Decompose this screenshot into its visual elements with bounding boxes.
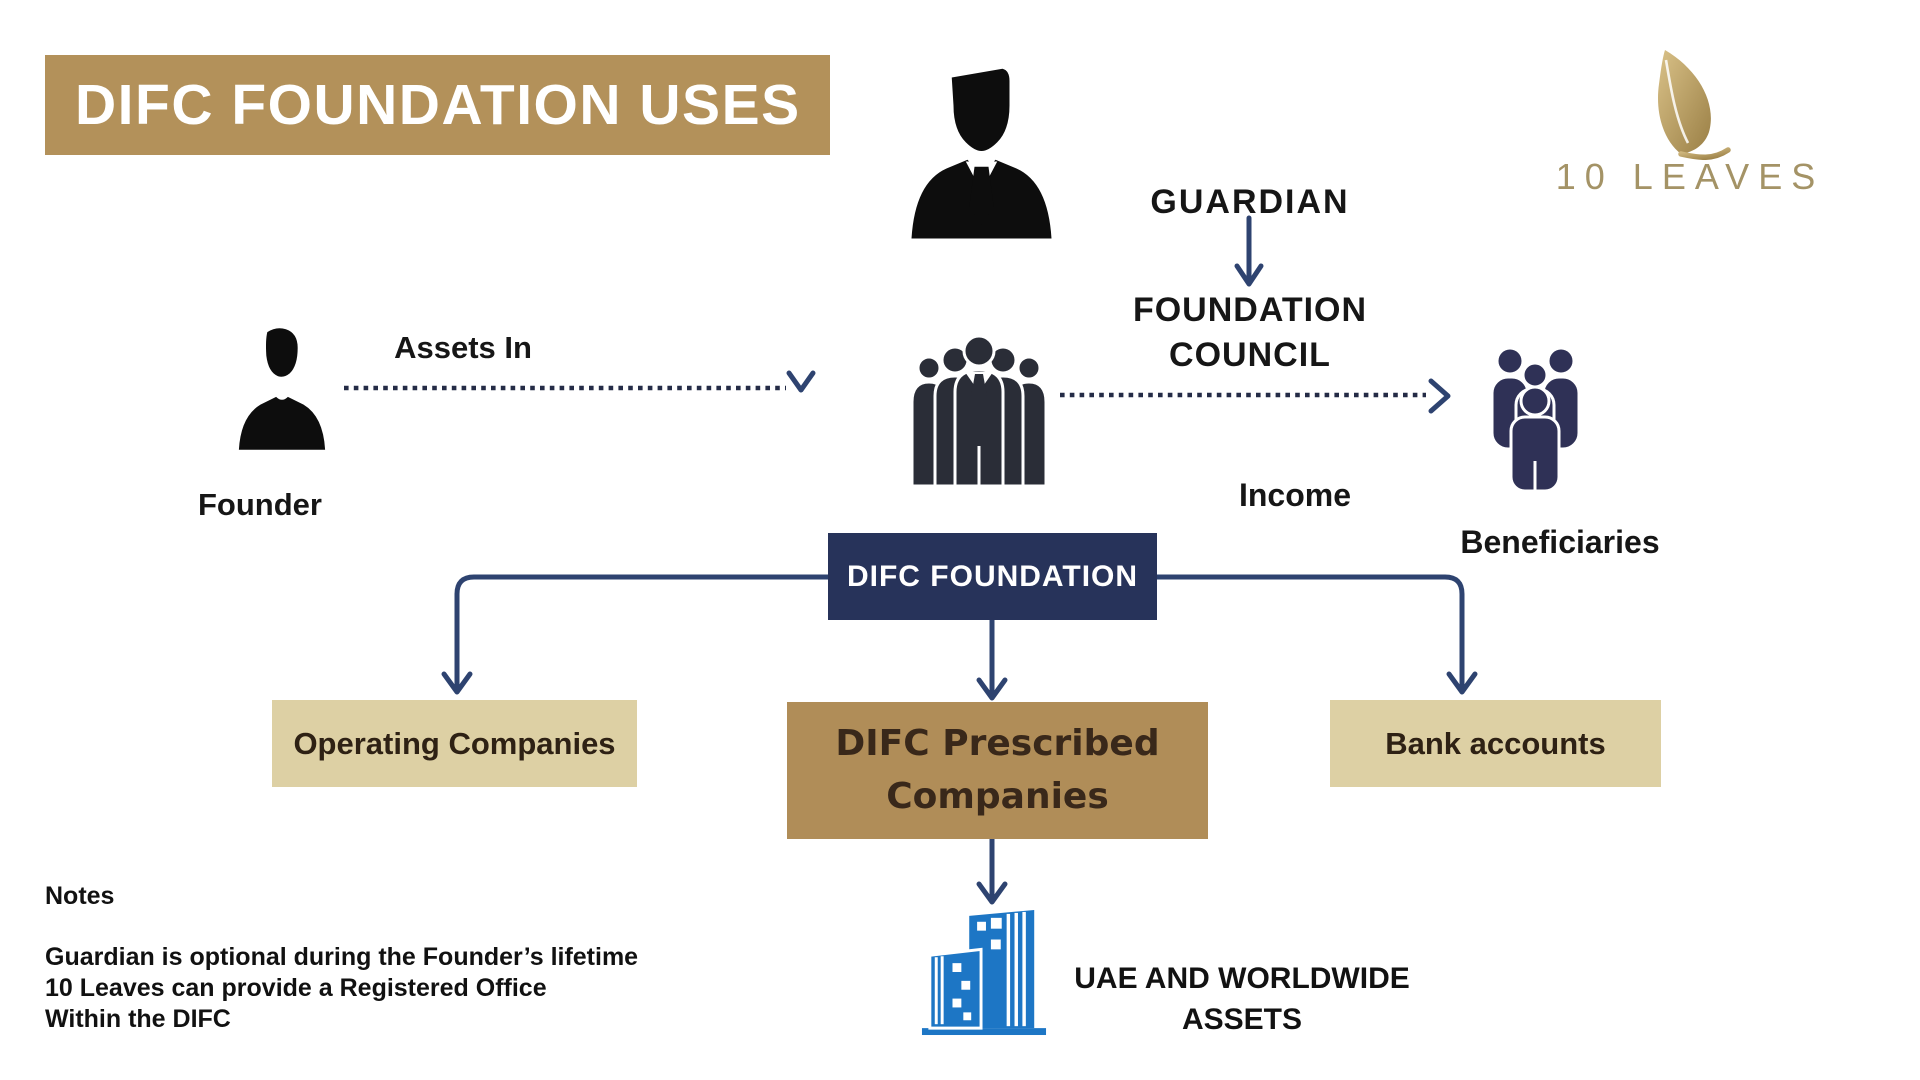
foundation-to-operating-connector xyxy=(441,574,831,695)
uae-assets-label: UAE AND WORLDWIDE ASSETS xyxy=(1074,962,1410,1037)
person-silhouette-icon xyxy=(238,328,326,450)
assets-in-dotted-arrow xyxy=(344,370,816,393)
bank-accounts-label: Bank accounts xyxy=(1385,725,1606,761)
note-line: 10 Leaves can provide a Registered Offic… xyxy=(45,974,547,1002)
operating-companies-box: Operating Companies xyxy=(272,700,637,787)
prescribed-to-assets-arrow xyxy=(976,836,1008,905)
notes-text: Guardian is optional during the Founder’… xyxy=(45,942,638,1035)
difc-foundation-label: DIFC FOUNDATION xyxy=(846,559,1139,593)
operating-companies-label: Operating Companies xyxy=(293,725,616,761)
brand-name: 10 LEAVES xyxy=(1555,156,1825,197)
family-group-icon xyxy=(1490,346,1581,491)
arrowhead-down-icon xyxy=(976,881,1008,905)
page-title-banner: DIFC FOUNDATION USES xyxy=(45,55,830,155)
arrowhead-down-icon xyxy=(441,671,473,695)
leaf-icon xyxy=(1657,50,1731,160)
income-dotted-arrow xyxy=(1060,378,1451,414)
note-line: Within the DIFC xyxy=(45,1005,231,1033)
foundation-council-label: FOUNDATION COUNCIL xyxy=(1132,291,1368,374)
notes-heading: Notes xyxy=(45,882,115,910)
people-group-icon xyxy=(910,334,1048,486)
note-line: Guardian is optional during the Founder’… xyxy=(45,943,639,971)
foundation-to-prescribed-connector xyxy=(976,617,1008,701)
buildings-icon xyxy=(921,909,1047,1036)
arrowhead-down-icon xyxy=(1446,671,1478,695)
guardian-to-council-arrow xyxy=(1234,215,1264,287)
prescribed-companies-label: DIFC Prescribed Companies xyxy=(835,723,1160,817)
assets-in-label: Assets In xyxy=(394,330,532,365)
difc-foundation-box: DIFC FOUNDATION xyxy=(828,533,1157,620)
businessman-icon xyxy=(911,68,1052,239)
arrowhead-down-icon xyxy=(976,677,1008,701)
income-label: Income xyxy=(1238,477,1352,513)
arrowhead-icon xyxy=(786,370,816,393)
bank-accounts-box: Bank accounts xyxy=(1330,700,1661,787)
arrowhead-down-icon xyxy=(1234,263,1264,287)
foundation-to-bank-connector xyxy=(1154,574,1478,695)
page-title: DIFC FOUNDATION USES xyxy=(75,73,801,137)
founder-label: Founder xyxy=(198,487,322,522)
arrowhead-right-icon xyxy=(1428,378,1451,414)
prescribed-companies-box: DIFC Prescribed Companies xyxy=(787,702,1208,839)
beneficiaries-label: Beneficiaries xyxy=(1460,524,1660,560)
guardian-label: GUARDIAN xyxy=(1150,183,1350,221)
